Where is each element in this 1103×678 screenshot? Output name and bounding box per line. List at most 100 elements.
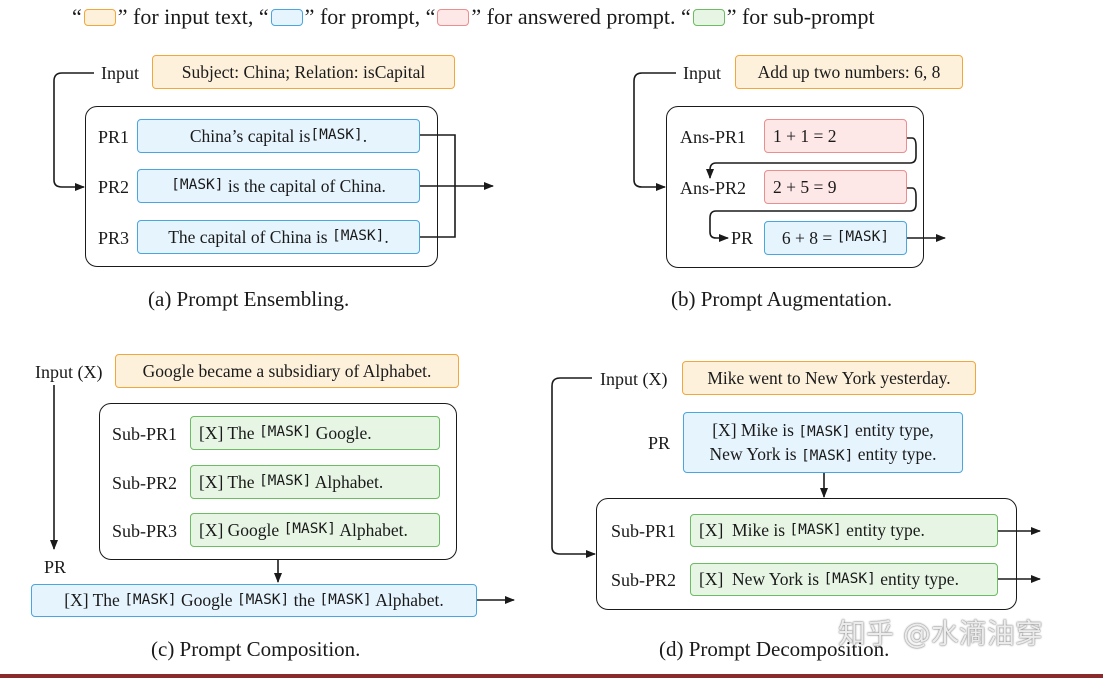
text: . xyxy=(362,125,368,146)
panel-c-input-label: Input (X) xyxy=(35,362,103,382)
text: [X] Mike is xyxy=(699,520,790,541)
panel-d-sub-pr1-box: [X] Mike is [MASK] entity type. xyxy=(690,514,998,547)
panel-d-sub-pr2-label: Sub-PR2 xyxy=(611,570,677,590)
quote: “ xyxy=(258,4,269,29)
panel-b-input-label: Input xyxy=(683,63,721,83)
panel-c-sub-pr1-box: [X] The [MASK] Google. xyxy=(190,416,440,450)
panel-a-pr3-label: PR3 xyxy=(98,228,130,248)
text: 6 + 8 = xyxy=(781,227,837,248)
sub-swatch xyxy=(692,9,725,26)
quote: ” xyxy=(117,4,128,29)
panel-c-sub-pr1-label: Sub-PR1 xyxy=(112,424,178,444)
panel-b-ans-pr2-box: 2 + 5 = 9 xyxy=(764,170,907,204)
mask-token: [MASK] xyxy=(236,591,290,608)
panel-a-pr3-box: The capital of China is [MASK]. xyxy=(137,220,420,254)
panel-a-pr1-box: China’s capital is [MASK]. xyxy=(137,119,420,153)
text: Alphabet. xyxy=(371,590,444,611)
prompt-swatch xyxy=(270,9,303,26)
quote: “ xyxy=(680,4,691,29)
panel-a-input-arrow xyxy=(53,72,94,191)
input-swatch xyxy=(83,9,116,26)
text: entity type. xyxy=(853,444,937,464)
panel-c-sub-pr2-label: Sub-PR2 xyxy=(112,473,178,493)
mask-token: [MASK] xyxy=(836,229,890,246)
panel-c-pr-label: PR xyxy=(44,557,67,577)
answered-swatch xyxy=(437,9,470,26)
mask-token: [MASK] xyxy=(258,424,312,441)
text: entity type, xyxy=(850,419,934,440)
panel-c-input-box: Google became a subsidiary of Alphabet. xyxy=(115,354,459,388)
text: The capital of China is xyxy=(168,226,332,247)
text: [X] Mike is xyxy=(712,419,799,440)
panel-d-sub-pr2-box: [X] New York is [MASK] entity type. xyxy=(690,563,998,596)
watermark: 知乎 @水滴油穿 xyxy=(838,617,1043,650)
panel-b-frame xyxy=(666,106,924,268)
text: . xyxy=(384,226,389,247)
legend: “ ” for input text, “ ” for prompt, “ ” for… xyxy=(72,6,875,28)
quote: “ xyxy=(72,4,82,29)
panel-a-input-label: Input xyxy=(101,63,139,83)
panel-c-sub-pr3-label: Sub-PR3 xyxy=(112,521,178,541)
mask-token: [MASK] xyxy=(332,228,385,245)
panel-d-pr-label: PR xyxy=(648,433,671,453)
panel-c-caption: (c) Prompt Composition. xyxy=(151,637,361,661)
text: Google xyxy=(176,590,237,611)
quote: “ xyxy=(425,4,436,29)
mask-token: [MASK] xyxy=(171,177,224,194)
text: Alphabet. xyxy=(311,471,384,492)
mask-token: [MASK] xyxy=(800,448,854,464)
panel-c-sub-pr3-box: [X] Google [MASK] Alphabet. xyxy=(190,513,440,547)
text: the xyxy=(289,590,320,611)
legend-input-label: for input text, xyxy=(133,4,254,29)
panel-d-input-arrow xyxy=(551,377,596,558)
panel-b-input-box: Add up two numbers: 6, 8 xyxy=(735,55,963,89)
panel-b-pr-box: 6 + 8 = [MASK] xyxy=(764,221,907,255)
mask-token: [MASK] xyxy=(789,521,842,538)
text: [X] The xyxy=(64,590,125,611)
text: entity type. xyxy=(841,520,925,541)
text: is the capital of China. xyxy=(223,175,386,196)
panel-b-ans-pr1-label: Ans-PR1 xyxy=(680,127,747,147)
mask-token: [MASK] xyxy=(283,521,336,538)
text: [X] The xyxy=(199,422,259,443)
pr-line-2: New York is [MASK] entity type. xyxy=(710,445,937,464)
text: [X] The xyxy=(199,471,259,492)
mask-token: [MASK] xyxy=(310,127,363,144)
panel-b-pr-label: PR xyxy=(731,228,754,248)
mask-token: [MASK] xyxy=(124,591,177,608)
panel-b-chain-2 xyxy=(709,187,917,242)
panel-a-pr2-box: [MASK] is the capital of China. xyxy=(137,169,420,203)
text: entity type. xyxy=(875,569,959,590)
mask-token: [MASK] xyxy=(258,473,312,490)
text: Google. xyxy=(311,422,372,443)
panel-c-sub-pr2-box: [X] The [MASK] Alphabet. xyxy=(190,465,440,499)
panel-d-pr-box: [X] Mike is [MASK] entity type, New York… xyxy=(683,412,963,473)
legend-prompt-label: for prompt, xyxy=(319,4,421,29)
quote: ” xyxy=(726,4,737,29)
panel-d-caption: (d) Prompt Decomposition. xyxy=(659,637,890,661)
panel-d-sub-pr1-label: Sub-PR1 xyxy=(611,521,677,541)
mask-token: [MASK] xyxy=(319,591,372,608)
panel-a-caption: (a) Prompt Ensembling. xyxy=(148,287,350,311)
text: New York is xyxy=(709,444,801,464)
panel-d-input-box: Mike went to New York yesterday. xyxy=(682,361,976,395)
panel-c-pr-box: [X] The [MASK] Google [MASK] the [MASK] … xyxy=(31,584,477,617)
panel-b-ans-pr1-box: 1 + 1 = 2 xyxy=(764,119,907,153)
text: Alphabet. xyxy=(335,519,408,540)
legend-sub-label: for sub-prompt xyxy=(741,4,875,29)
text: [X] New York is xyxy=(699,569,824,590)
panel-b-ans-pr2-label: Ans-PR2 xyxy=(680,178,747,198)
mask-token: [MASK] xyxy=(823,570,876,587)
quote: ” xyxy=(471,4,482,29)
legend-answered-label: for answered prompt. xyxy=(486,4,676,29)
panel-b-input-arrow xyxy=(633,72,676,191)
panel-b-chain-1 xyxy=(706,137,917,179)
panel-d-input-label: Input (X) xyxy=(600,369,668,389)
mask-token: [MASK] xyxy=(798,423,851,440)
quote: ” xyxy=(304,4,315,29)
panel-a-pr1-label: PR1 xyxy=(98,127,130,147)
panel-a-input-box: Subject: China; Relation: isCapital xyxy=(152,55,455,89)
panel-b-caption: (b) Prompt Augmentation. xyxy=(671,287,893,311)
bottom-divider xyxy=(0,674,1103,678)
